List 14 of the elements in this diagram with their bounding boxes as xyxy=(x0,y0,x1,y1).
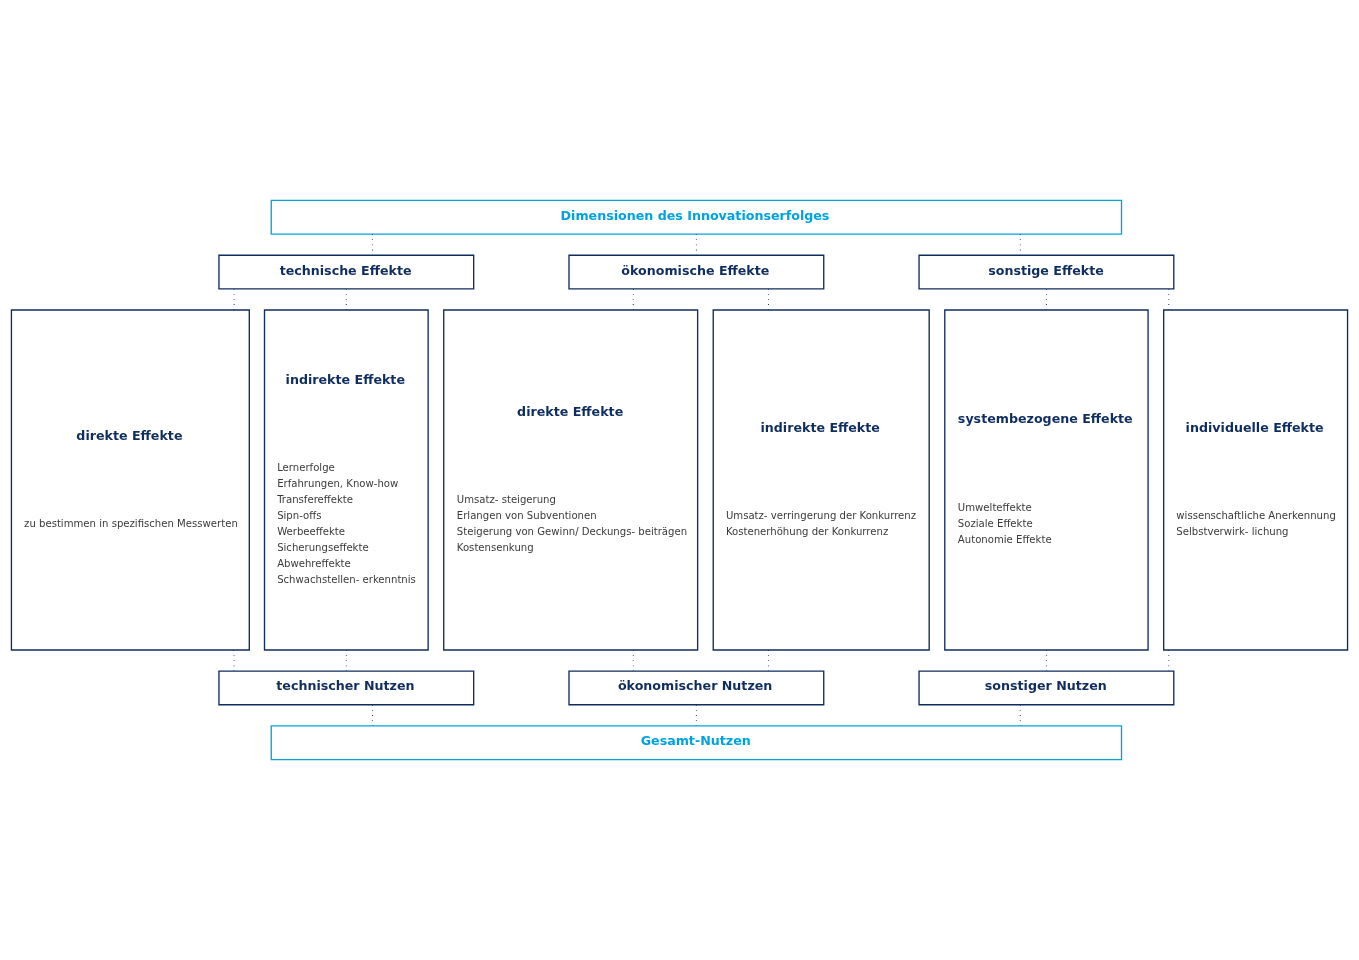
node-box: Dimensionen des Innovationserfolges xyxy=(270,199,1123,235)
node-box: indirekte Effekte Lernerfolge Erfahrungen, Know-how Transfereffekte Sipn-offs Werbeeffekte Sicherungseffekte Abwehreffekte Schwachstellen- erkenntnis xyxy=(263,309,429,651)
node-box: indirekte Effekte Umsatz- verringerung der Konkurrenz Kostenerhöhung der Konkurrenz xyxy=(712,309,930,651)
node-box: technische Effekte xyxy=(218,254,475,290)
node-box: individuelle Effekte wissenschaftliche Anerkennung Selbstverwirk- lichung xyxy=(1163,309,1349,651)
node-box: Gesamt-Nutzen xyxy=(270,725,1123,761)
node-box: sonstige Effekte xyxy=(918,254,1175,290)
node-box: direkte Effekte zu bestimmen in spezifischen Messwerten xyxy=(10,309,250,651)
node-box: ökonomische Effekte xyxy=(568,254,825,290)
node-box: systembezogene Effekte Umwelteffekte Soziale Effekte Autonomie Effekte xyxy=(944,309,1149,651)
node-box: sonstiger Nutzen xyxy=(918,670,1175,706)
node-box: ökonomischer Nutzen xyxy=(568,670,825,706)
node-box: technischer Nutzen xyxy=(218,670,475,706)
node-box: direkte Effekte Umsatz- steigerung Erlangen von Subventionen Steigerung von Gewinn/ Deckungs- beiträgen Kostensenkung xyxy=(443,309,699,651)
